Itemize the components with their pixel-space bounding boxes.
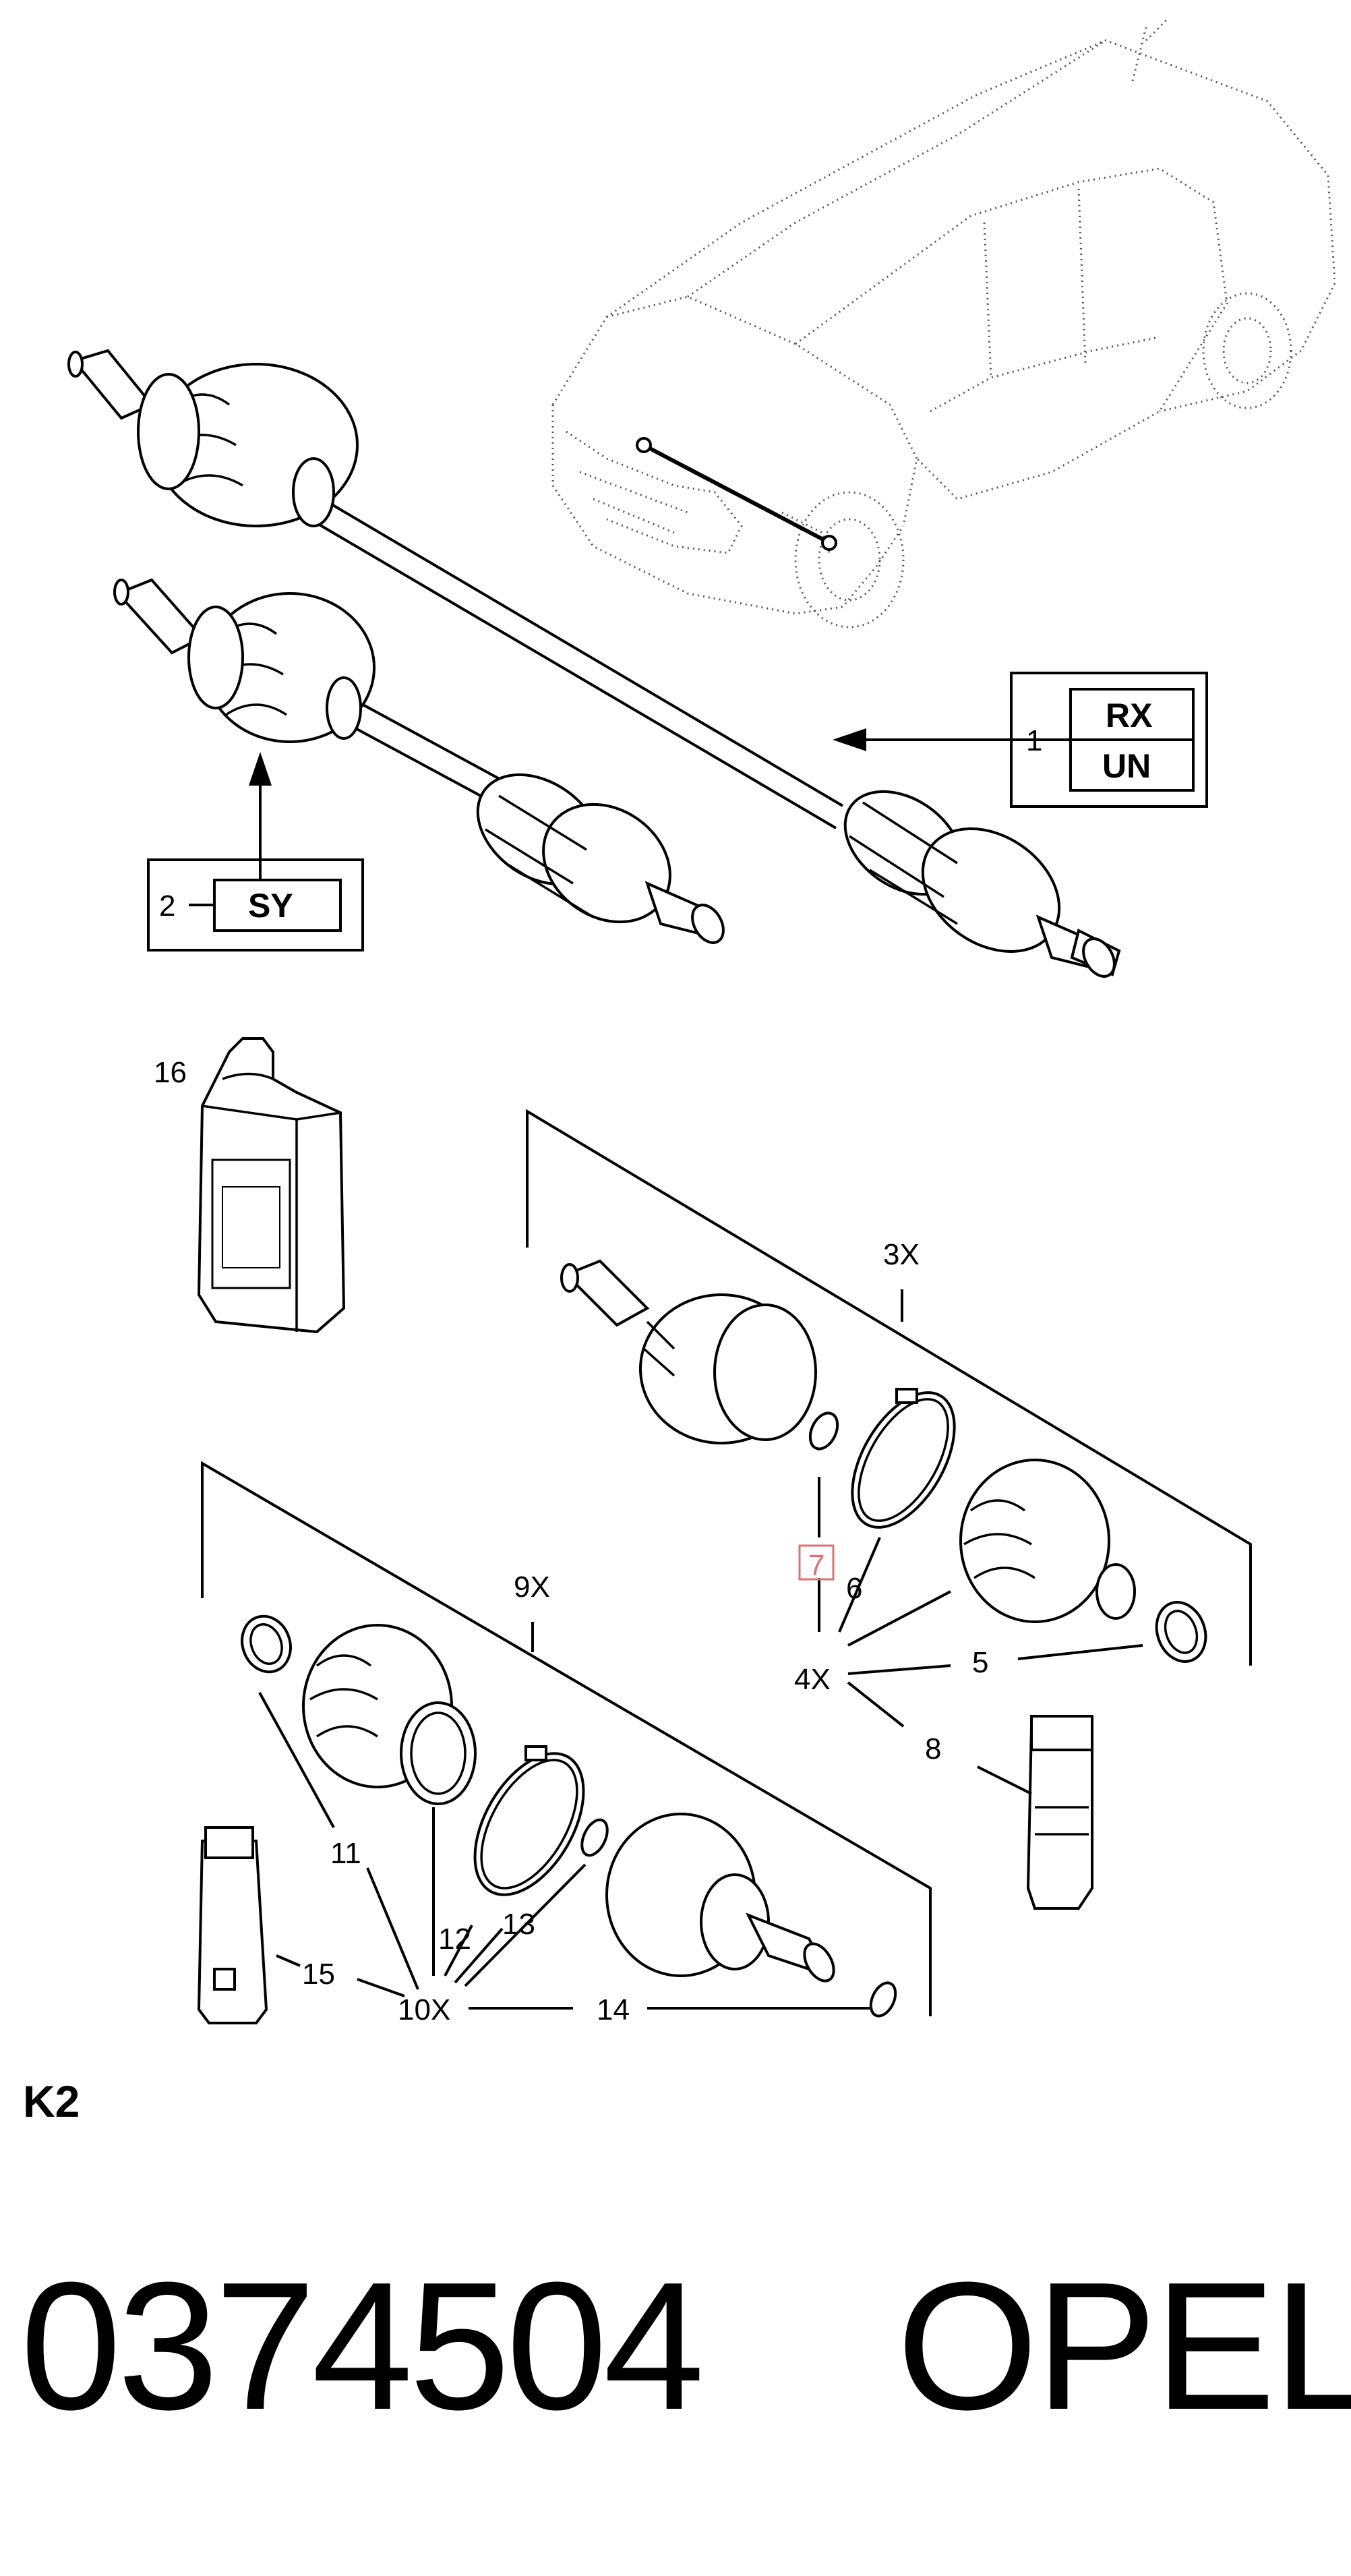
callout-6: 6: [846, 1572, 862, 1605]
callout-15: 15: [302, 1958, 335, 1991]
callout-12: 12: [438, 1923, 471, 1956]
callout-4x: 4X: [794, 1663, 831, 1696]
callout-11: 11: [330, 1837, 361, 1870]
assembly-callout-2: 2 SY: [147, 752, 364, 952]
callout-2-label: 2: [159, 889, 175, 923]
drive-shaft-long: [67, 349, 1121, 978]
assembly-code-un: UN: [1102, 747, 1151, 785]
callout-3x: 3X: [883, 1238, 920, 1271]
callout-9x: 9X: [514, 1571, 550, 1604]
drive-shaft-short: [113, 578, 725, 944]
assembly-code-sy: SY: [248, 887, 293, 925]
inner-joint-kit: 9X 11 12: [197, 1461, 932, 2026]
callout-10x: 10X: [398, 1993, 450, 2026]
outer-joint-kit: 3X 7 6 4X 5: [526, 1109, 1252, 1910]
callout-14: 14: [597, 1993, 630, 2026]
brand-name: OPEL: [897, 2245, 1351, 2448]
assembly-callout-1: 1 RX UN: [833, 672, 1208, 808]
part-number: 0374504: [20, 2245, 704, 2448]
callout-1-label: 1: [1026, 724, 1042, 757]
callout-13: 13: [502, 1908, 535, 1941]
vehicle-outline: [551, 19, 1336, 628]
callout-16: 16: [154, 1056, 187, 1089]
callout-5: 5: [972, 1646, 988, 1679]
assembly-code-rx: RX: [1106, 697, 1152, 734]
grease-bottle: 16: [154, 1037, 346, 1334]
highlight-box-7: [798, 1544, 835, 1581]
callout-7: 7: [808, 1549, 824, 1582]
section-code: K2: [23, 2076, 80, 2126]
callout-8: 8: [925, 1732, 941, 1765]
